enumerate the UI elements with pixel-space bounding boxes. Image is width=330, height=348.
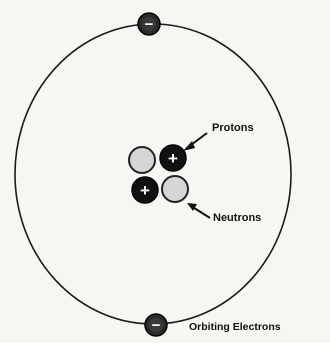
electron-minus-symbol: − <box>152 317 161 334</box>
electron: − <box>138 13 160 35</box>
proton-plus-symbol: + <box>140 181 150 200</box>
electron-minus-symbol: − <box>145 16 154 33</box>
protons-arrow <box>183 133 207 151</box>
neutrons-arrow <box>187 203 210 218</box>
protons-label: Protons <box>212 122 254 134</box>
proton-plus-symbol: + <box>168 149 178 168</box>
electron-orbit <box>15 24 291 324</box>
electron: − <box>145 314 167 336</box>
proton: + <box>132 177 158 203</box>
neutron <box>129 147 155 173</box>
orbiting-electrons-label: Orbiting Electrons <box>189 321 281 333</box>
nucleus: + + <box>129 145 188 203</box>
neutrons-label: Neutrons <box>213 212 261 224</box>
proton: + <box>160 145 186 171</box>
neutron <box>162 176 188 202</box>
